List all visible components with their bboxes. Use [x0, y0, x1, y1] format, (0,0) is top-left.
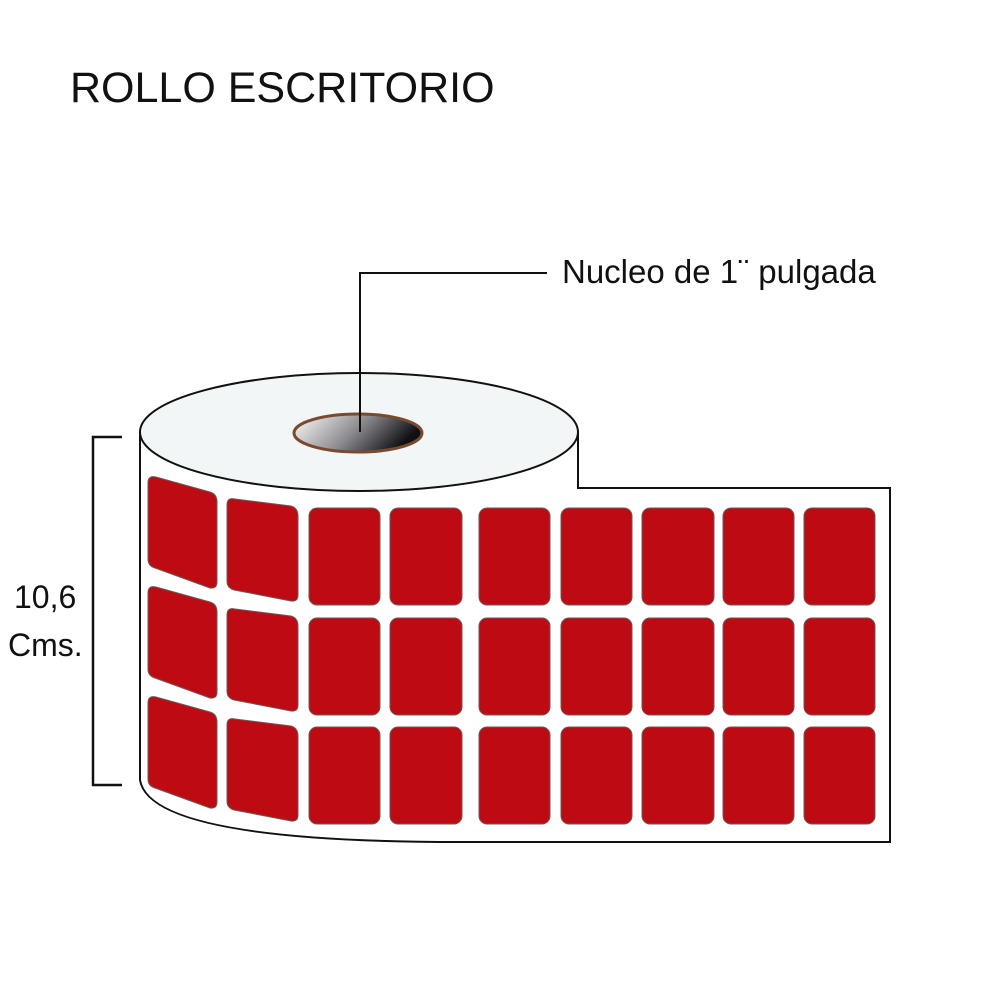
- label-r2-c7: [641, 617, 715, 716]
- title: ROLLO ESCRITORIO: [70, 64, 495, 112]
- labels-group: [147, 476, 876, 825]
- label-r3-c8: [722, 726, 795, 825]
- label-r1-c9: [803, 507, 876, 606]
- label-r1-c7: [641, 507, 715, 606]
- label-r3-c6: [560, 726, 633, 825]
- label-r3-c2: [226, 718, 299, 822]
- label-r3-c4: [389, 726, 463, 825]
- dimension-unit: Cms.: [8, 627, 83, 663]
- label-r3-c3: [308, 726, 381, 825]
- label-r2-c4: [389, 617, 463, 716]
- label-r2-c6: [560, 617, 633, 716]
- callout-leader-line: [359, 272, 547, 432]
- core-callout-text: Nucleo de 1¨ pulgada: [562, 253, 876, 290]
- label-r2-c3: [308, 617, 381, 716]
- label-r1-c6: [560, 507, 633, 606]
- label-r2-c9: [803, 617, 876, 716]
- label-r2-c2: [226, 608, 299, 712]
- label-r2-c1: [147, 586, 218, 699]
- label-r2-c5: [478, 617, 551, 716]
- label-r1-c8: [722, 507, 795, 606]
- dimension-value: 10,6: [14, 579, 76, 615]
- label-r3-c5: [478, 726, 551, 825]
- label-r3-c1: [147, 696, 218, 809]
- label-r1-c3: [308, 507, 381, 606]
- label-r3-c9: [803, 726, 876, 825]
- label-r2-c8: [722, 617, 795, 716]
- label-r1-c4: [389, 507, 463, 606]
- dimension-bracket: [91, 435, 122, 787]
- core-hole: [292, 412, 424, 454]
- label-r1-c1: [147, 476, 218, 589]
- label-r3-c7: [641, 726, 715, 825]
- label-r1-c2: [226, 498, 299, 602]
- label-r1-c5: [478, 507, 551, 606]
